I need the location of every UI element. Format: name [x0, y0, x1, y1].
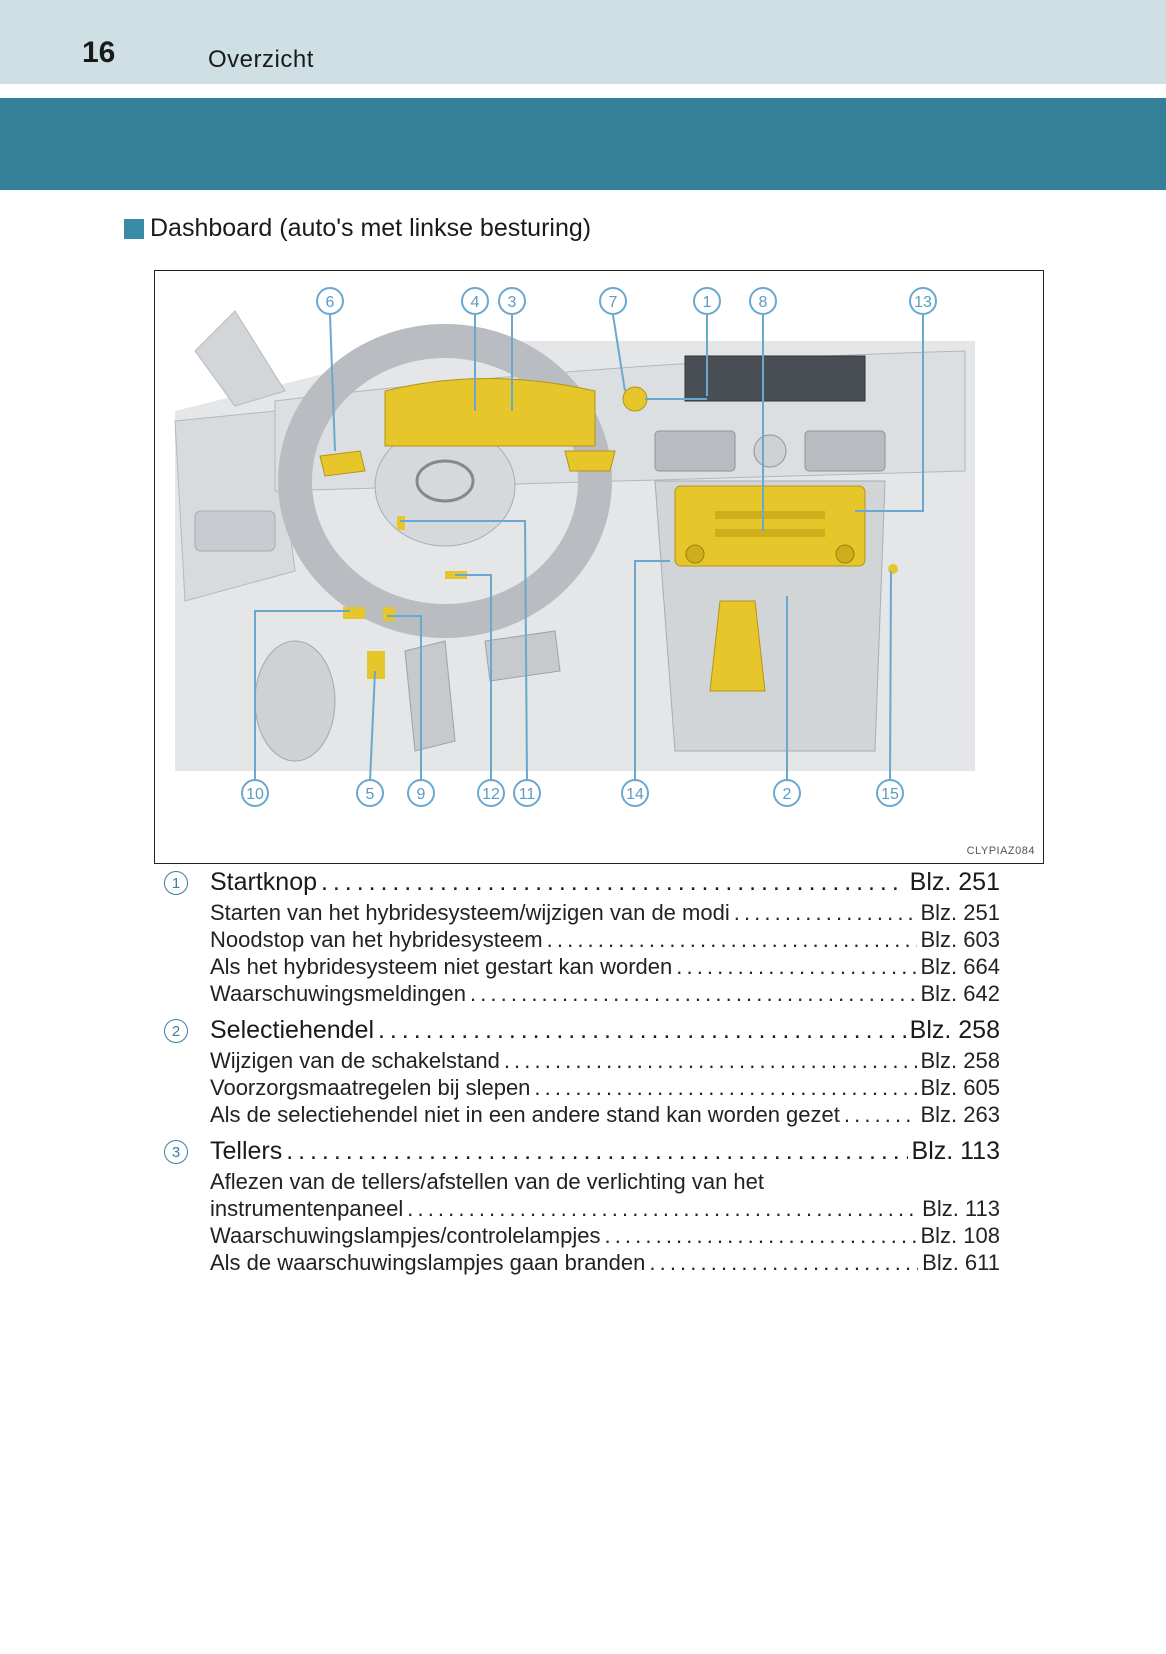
leader-dots: [286, 1137, 907, 1166]
section-title: Dashboard (auto's met linkse besturing): [150, 214, 592, 242]
entry-title-line: Startknop Blz. 251: [210, 868, 1000, 900]
sub-entry-page: Blz. 611: [922, 1250, 1000, 1275]
sub-entry-text: Als de selectiehendel niet in een andere…: [210, 1102, 840, 1127]
sub-entry: Starten van het hybridesysteem/wijzigen …: [210, 900, 1000, 927]
sub-entry-text: Als het hybridesysteem niet gestart kan …: [210, 954, 673, 979]
callout-11: 11: [519, 786, 536, 803]
sub-entry-text: Noodstop van het hybridesysteem: [210, 927, 543, 952]
callout-6: 6: [326, 294, 335, 311]
dashboard-illustration: 6 4 3 7 1 8 13 10 5 9 12 11 14 2 15 CLYP…: [154, 270, 1044, 864]
entry-number: 1: [164, 871, 188, 895]
sub-entry-page: Blz. 258: [920, 1048, 1001, 1073]
sub-entry-page: Blz. 113: [922, 1196, 1000, 1221]
callout-12: 12: [482, 786, 500, 803]
header-title: Overzicht: [208, 46, 314, 73]
sub-entry-page: Blz. 108: [920, 1223, 1001, 1248]
header-band: [0, 0, 1166, 84]
entry-page: Blz. 113: [911, 1137, 1000, 1165]
sub-entry: Voorzorgsmaatregelen bij slepen Blz. 605: [210, 1075, 1000, 1102]
entry-title: Tellers: [210, 1137, 283, 1165]
sub-entry-text: Waarschuwingsmeldingen: [210, 981, 466, 1006]
sub-entry-text: Starten van het hybridesysteem/wijzigen …: [210, 900, 730, 925]
sub-entry-text: Waarschuwingslampjes/controlelampjes: [210, 1223, 601, 1248]
page-number: 16: [82, 36, 116, 69]
callout-4: 4: [471, 294, 480, 311]
sub-entry-page: Blz. 642: [920, 981, 1001, 1006]
sub-entry-page: Blz. 251: [920, 900, 1001, 925]
entry-tellers: 3 Tellers Blz. 113 Aflezen van de teller…: [160, 1137, 1000, 1277]
callout-8: 8: [759, 294, 768, 311]
entry-list: 1 Startknop Blz. 251 Starten van het hyb…: [160, 868, 1000, 1285]
sub-entry: Als de waarschuwingslampjes gaan branden…: [210, 1250, 1000, 1277]
leader-dots: [844, 1102, 917, 1128]
sub-entry: instrumentenpaneel Blz. 113: [210, 1196, 1000, 1223]
entry-number: 3: [164, 1140, 188, 1164]
leader-dots: [547, 927, 917, 953]
leader-dots: [470, 981, 917, 1007]
section-square-icon: [124, 218, 144, 239]
leader-dots: [734, 900, 917, 926]
entry-title-line: Tellers Blz. 113: [210, 1137, 1000, 1169]
sub-entry-text: Als de waarschuwingslampjes gaan branden: [210, 1250, 646, 1275]
sub-entry-wrapped-text: Aflezen van de tellers/afstellen van de …: [210, 1169, 764, 1194]
entry-number: 2: [164, 1019, 188, 1043]
sub-entry: Als de selectiehendel niet in een andere…: [210, 1102, 1000, 1129]
leader-dots: [534, 1075, 916, 1101]
callout-14: 14: [626, 786, 644, 803]
callout-circles: 6 4 3 7 1 8 13 10 5 9 12 11 14 2 15: [241, 287, 937, 807]
chapter-band: [0, 98, 1166, 190]
leader-dots: [649, 1250, 918, 1276]
callout-15: 15: [881, 786, 899, 803]
leader-dots: [504, 1048, 917, 1074]
sub-entry: Waarschuwingsmeldingen Blz. 642: [210, 981, 1000, 1008]
callout-9: 9: [417, 786, 426, 803]
leader-dots: [321, 868, 906, 897]
sub-entry-page: Blz. 603: [920, 927, 1001, 952]
sub-entry: Als het hybridesysteem niet gestart kan …: [210, 954, 1000, 981]
entry-title: Selectiehendel: [210, 1016, 375, 1044]
leader-dots: [604, 1223, 916, 1249]
callout-13: 13: [914, 294, 932, 311]
sub-entry: Noodstop van het hybridesysteem Blz. 603: [210, 927, 1000, 954]
dashboard-drawing: 6 4 3 7 1 8 13 10 5 9 12 11 14 2 15: [155, 271, 1043, 863]
callout-lines: [254, 314, 924, 782]
callout-2: 2: [783, 786, 792, 803]
sub-entry: Wijzigen van de schakelstand Blz. 258: [210, 1048, 1000, 1075]
entry-page: Blz. 251: [909, 868, 1000, 896]
sub-entry-page: Blz. 605: [920, 1075, 1001, 1100]
entry-selectiehendel: 2 Selectiehendel Blz. 258 Wijzigen van d…: [160, 1016, 1000, 1129]
sub-entry-page: Blz. 263: [920, 1102, 1001, 1127]
sub-entry: Waarschuwingslampjes/controlelampjes Blz…: [210, 1223, 1000, 1250]
sub-entry-text: instrumentenpaneel: [210, 1196, 404, 1221]
leader-dots: [378, 1016, 906, 1045]
entry-startknop: 1 Startknop Blz. 251 Starten van het hyb…: [160, 868, 1000, 1008]
entry-page: Blz. 258: [909, 1016, 1000, 1044]
callout-7: 7: [609, 294, 618, 311]
leader-dots: [407, 1196, 918, 1222]
entry-title: Startknop: [210, 868, 318, 896]
leader-dots: [676, 954, 916, 980]
callout-1: 1: [703, 294, 712, 311]
sub-entry-text: Voorzorgsmaatregelen bij slepen: [210, 1075, 531, 1100]
figure-code: CLYPIAZ084: [966, 845, 1035, 857]
sub-entry-text: Wijzigen van de schakelstand: [210, 1048, 500, 1073]
callout-5: 5: [366, 786, 375, 803]
sub-entry-page: Blz. 664: [920, 954, 1001, 979]
entry-title-line: Selectiehendel Blz. 258: [210, 1016, 1000, 1048]
callout-3: 3: [508, 294, 517, 311]
callout-10: 10: [246, 786, 264, 803]
section-heading: Dashboard (auto's met linkse besturing): [124, 214, 591, 243]
